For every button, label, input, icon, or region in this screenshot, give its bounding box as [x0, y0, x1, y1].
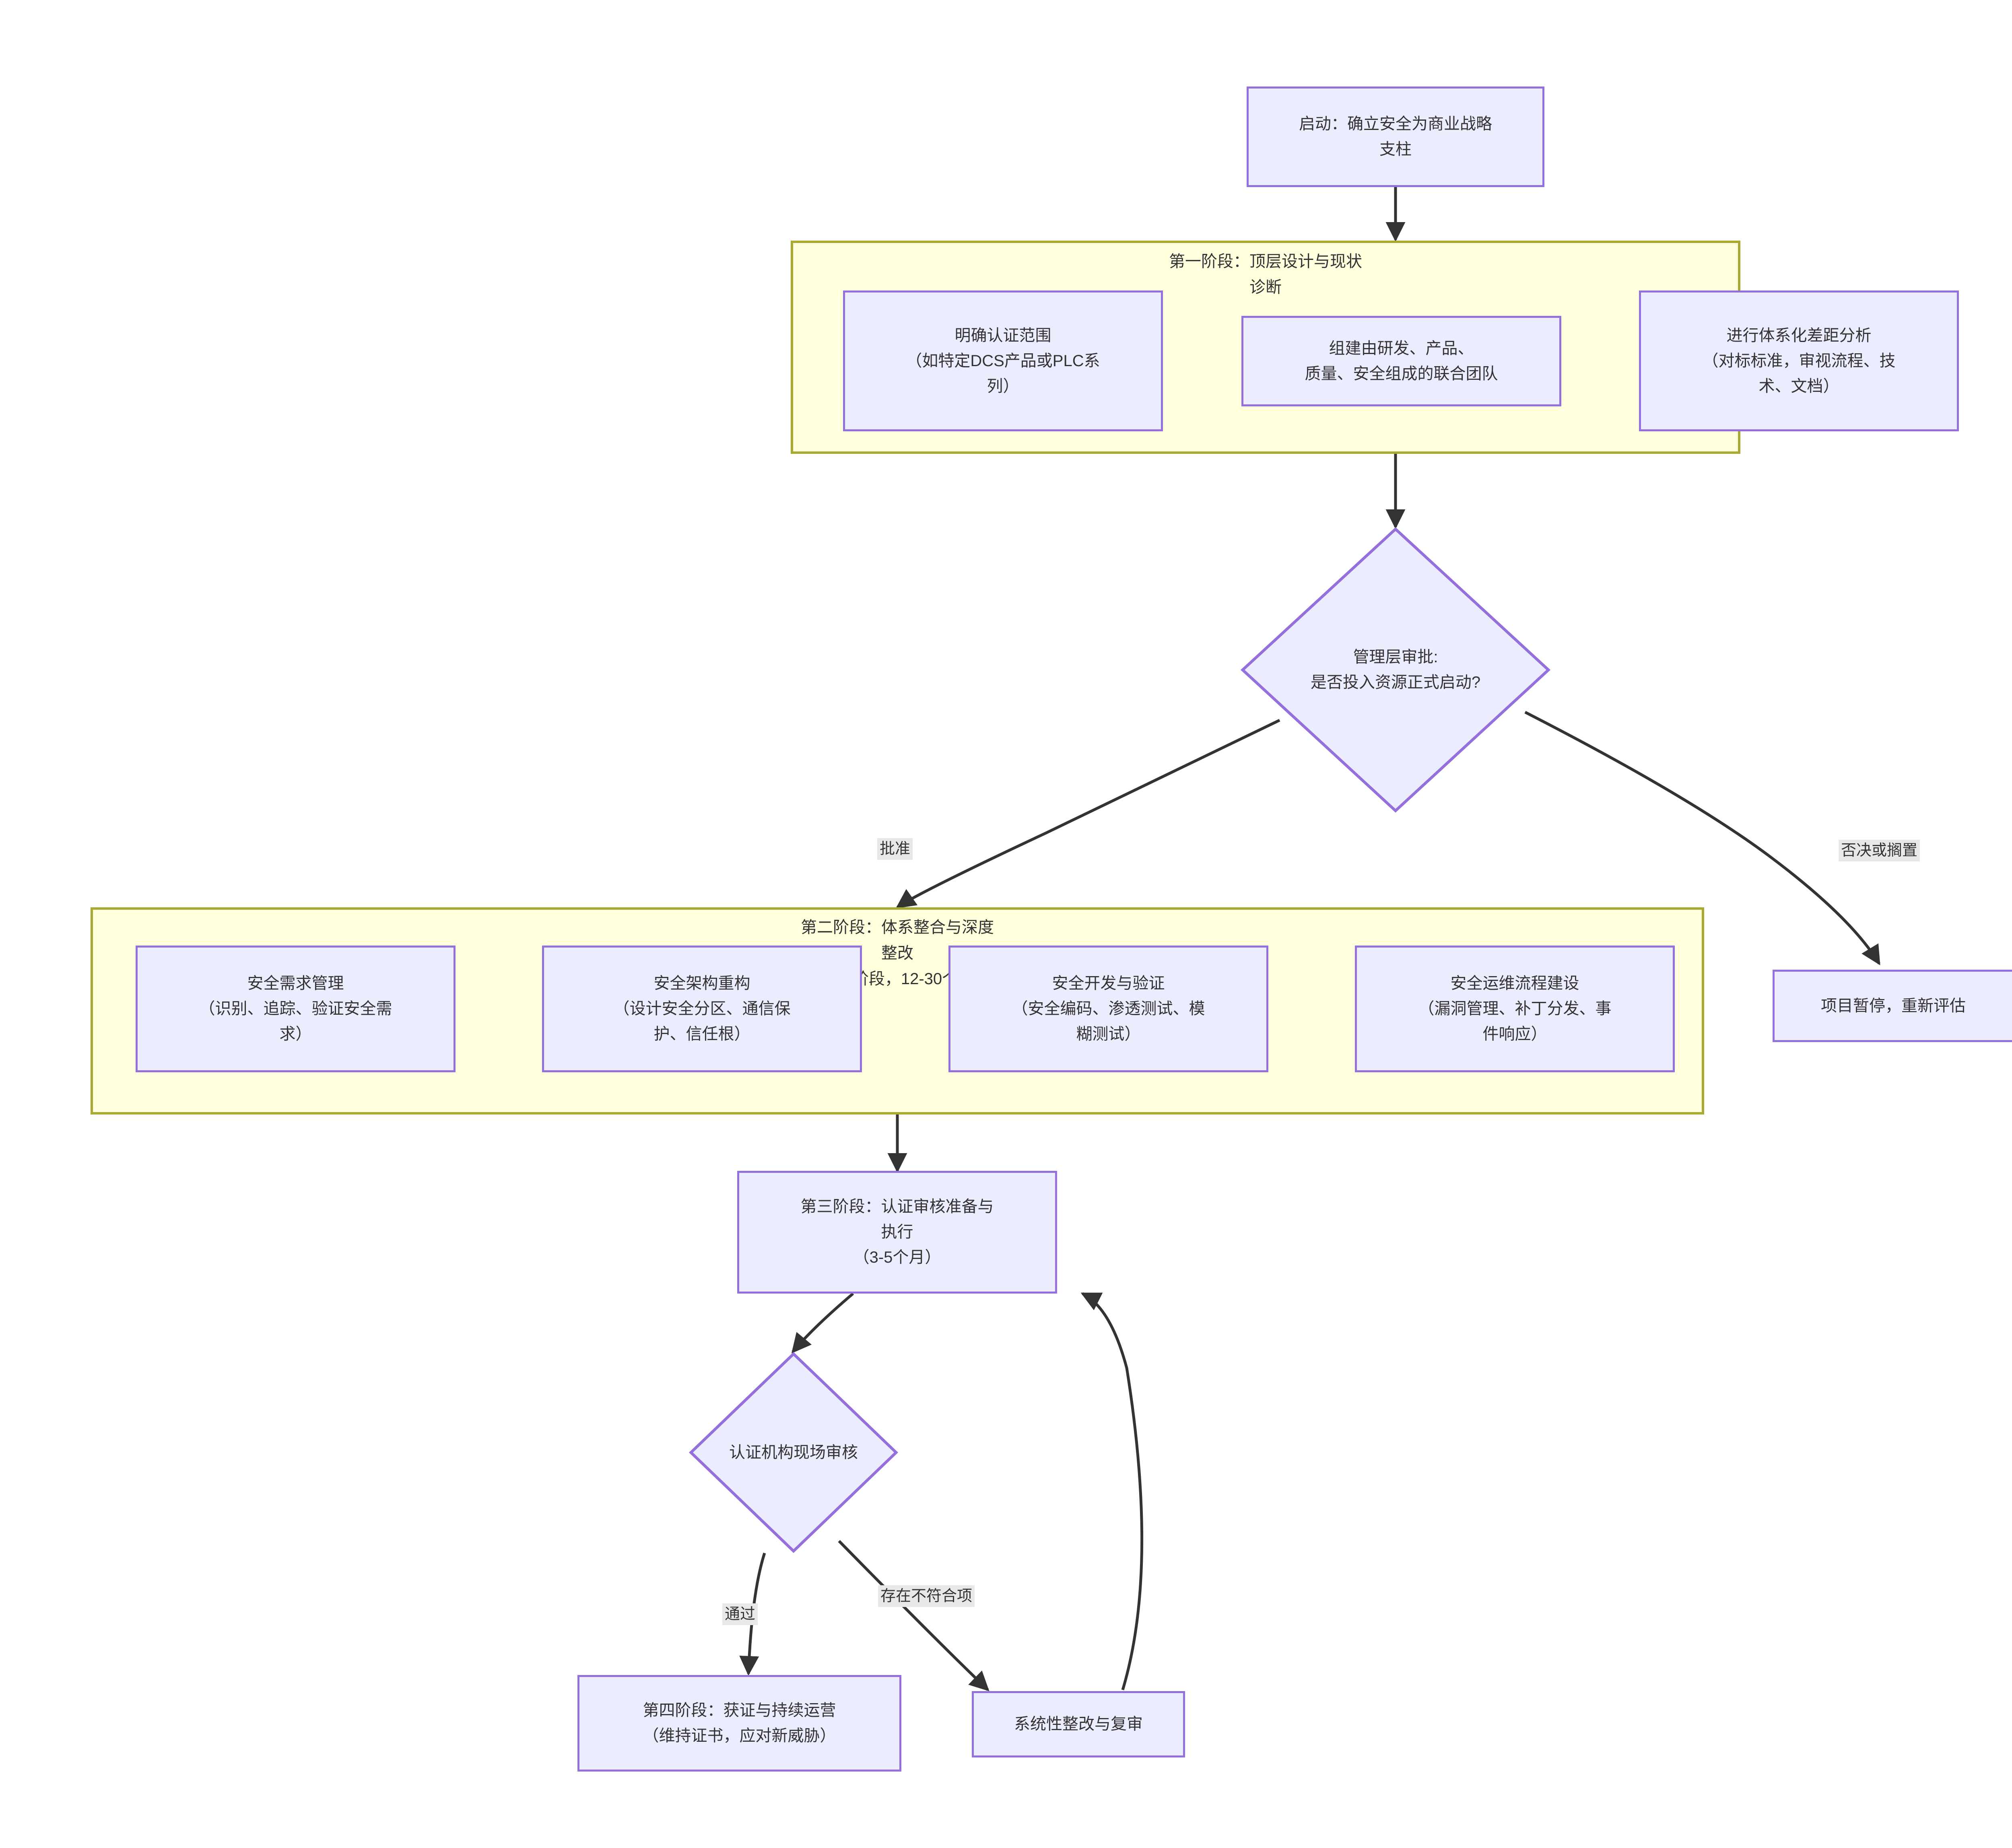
- diamond-shape: [689, 1352, 898, 1553]
- subgraph-phase1-title: 第一阶段：顶层设计与现状 诊断: [1169, 253, 1362, 296]
- edge-approval-to-phase2: [895, 719, 1280, 909]
- diamond-shape: [1241, 527, 1550, 813]
- node-requirements[interactable]: 安全需求管理 （识别、追踪、验证安全需 求）: [136, 946, 456, 1072]
- node-phase3[interactable]: 第三阶段：认证审核准备与 执行 （3-5个月）: [737, 1171, 1057, 1294]
- node-development[interactable]: 安全开发与验证 （安全编码、渗透测试、模 糊测试）: [948, 946, 1268, 1072]
- node-approval-label: 管理层审批: 是否投入资源正式启动?: [1310, 648, 1481, 691]
- node-start[interactable]: 启动：确立安全为商业战略 支柱: [1247, 87, 1544, 187]
- node-architecture[interactable]: 安全架构重构 （设计安全分区、通信保 护、信任根）: [542, 946, 862, 1072]
- node-rectify[interactable]: 系统性整改与复审: [972, 1691, 1185, 1757]
- edge-label-approve: 批准: [877, 838, 913, 860]
- node-operations[interactable]: 安全运维流程建设 （漏洞管理、补丁分发、事 件响应）: [1355, 946, 1675, 1072]
- node-audit-decision[interactable]: 认证机构现场审核: [689, 1352, 898, 1553]
- edge-label-reject: 否决或搁置: [1839, 840, 1920, 861]
- edge-rectify-to-phase3: [1080, 1292, 1144, 1691]
- edge-label-pass: 通过: [722, 1603, 758, 1625]
- node-phase4[interactable]: 第四阶段：获证与持续运营 （维持证书，应对新威胁）: [577, 1675, 901, 1772]
- edge-audit-to-rectify: [838, 1540, 990, 1691]
- node-team[interactable]: 组建由研发、产品、 质量、安全组成的联合团队: [1241, 316, 1561, 406]
- node-hold[interactable]: 项目暂停，重新评估: [1773, 970, 2012, 1042]
- node-audit-label: 认证机构现场审核: [729, 1443, 858, 1461]
- node-scope[interactable]: 明确认证范围 （如特定DCS产品或PLC系 列）: [843, 290, 1163, 431]
- edge-phase3-to-audit: [791, 1292, 854, 1354]
- node-gap[interactable]: 进行体系化差距分析 （对标标准，审视流程、技 术、文档）: [1639, 290, 1959, 431]
- edge-label-nonconformity: 存在不符合项: [878, 1585, 975, 1607]
- node-approval-decision[interactable]: 管理层审批: 是否投入资源正式启动?: [1241, 527, 1550, 813]
